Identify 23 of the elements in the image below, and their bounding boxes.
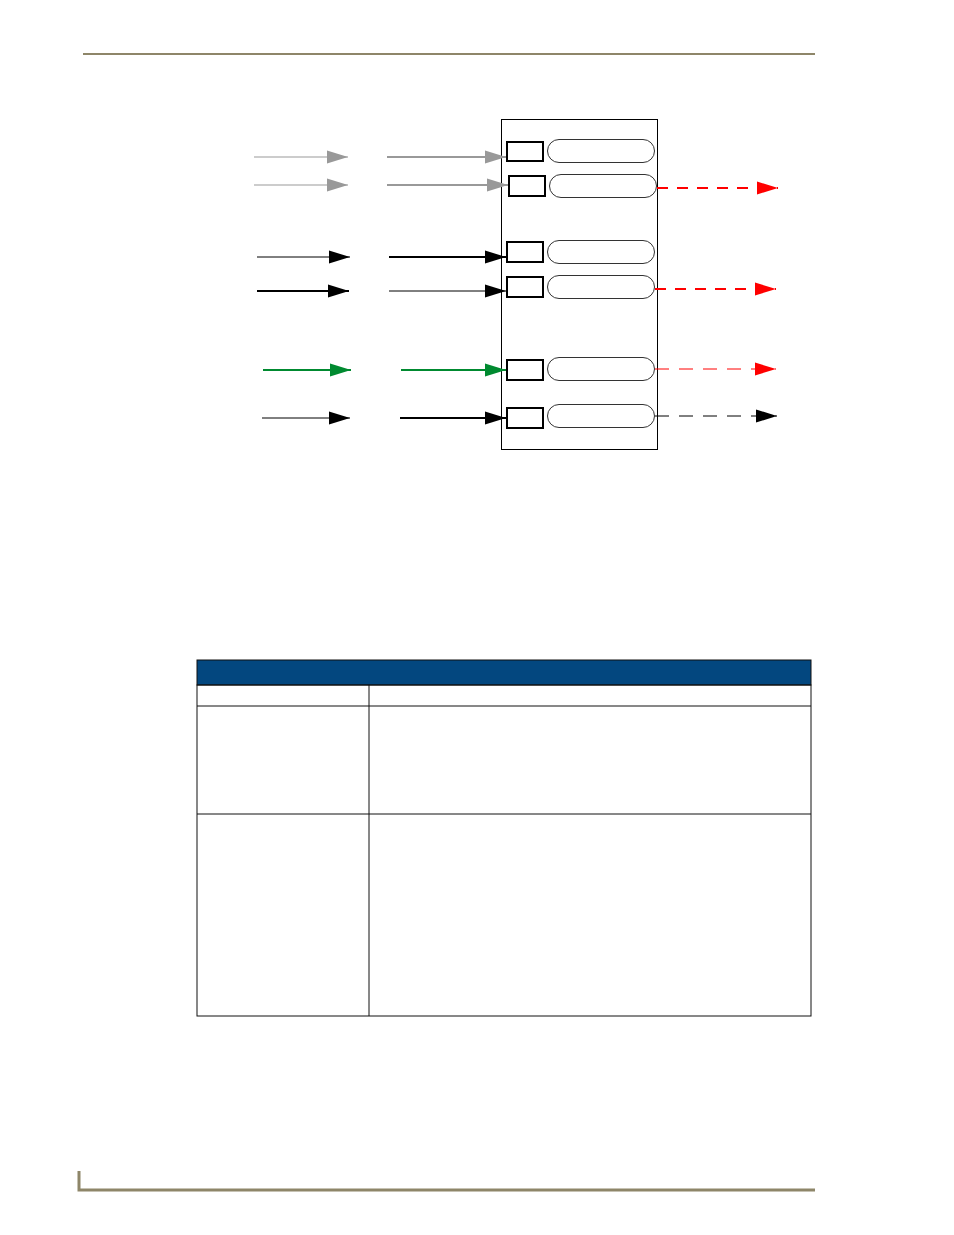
port-box [506, 407, 544, 429]
arrow [386, 150, 507, 164]
rounded-slot [547, 404, 655, 428]
port-box [508, 175, 546, 197]
dashed-arrow [656, 181, 779, 195]
dashed-arrow [654, 409, 778, 423]
rounded-slot [547, 139, 655, 163]
module-frame [501, 119, 658, 450]
arrow [386, 178, 509, 192]
arrow [399, 411, 507, 425]
arrow [388, 284, 507, 298]
dashed-arrow [654, 362, 777, 376]
rounded-slot [547, 240, 655, 264]
rounded-slot [549, 174, 657, 198]
rounded-slot [547, 357, 655, 381]
arrow [400, 363, 507, 377]
port-box [506, 359, 544, 381]
dashed-arrow [654, 282, 777, 296]
rounded-slot [547, 275, 655, 299]
port-box [506, 141, 544, 162]
port-box [506, 276, 544, 298]
port-box [506, 241, 544, 263]
arrow [388, 250, 507, 264]
